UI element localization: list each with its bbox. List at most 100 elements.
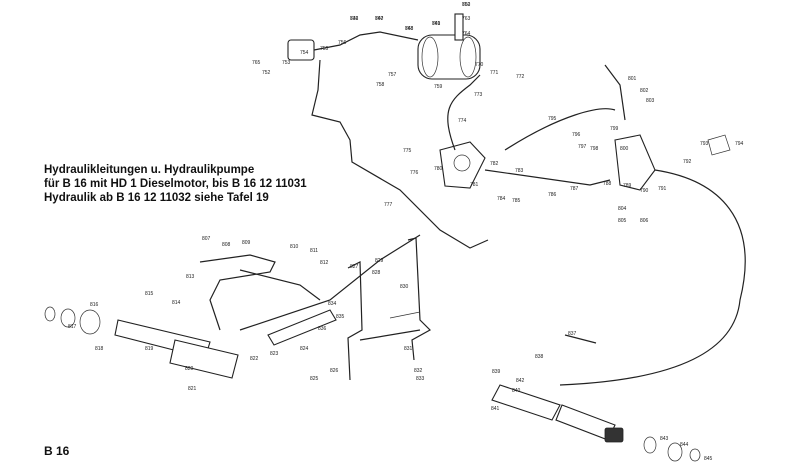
part-number-label: 799 (610, 126, 619, 132)
part-number-label: 834 (328, 301, 337, 307)
part-number-label: 845 (704, 456, 713, 462)
valve-block-assembly (439, 64, 746, 386)
part-number-label: 848 (405, 26, 414, 32)
part-number-label: 732 (350, 16, 359, 22)
part-number-label: 760 (375, 16, 384, 22)
part-number-label: 783 (515, 168, 524, 174)
part-number-label: 814 (172, 300, 181, 306)
part-number-label: 811 (310, 248, 318, 254)
part-number-label: 796 (572, 132, 581, 138)
part-number-label: 809 (242, 240, 251, 246)
part-number-label: 763 (462, 16, 471, 22)
part-number-label: 849 (432, 21, 441, 27)
part-number-label: 821 (188, 386, 197, 392)
part-number-label: 819 (145, 346, 154, 352)
part-number-label: 813 (186, 274, 195, 280)
part-number-label: 784 (497, 196, 506, 202)
part-number-label: 831 (404, 346, 413, 352)
part-number-label: 826 (330, 368, 339, 374)
part-number-label: 843 (660, 436, 669, 442)
part-number-label: 790 (640, 188, 649, 194)
part-number-label: 793 (700, 141, 709, 147)
part-number-label: 816 (90, 302, 99, 308)
diagram-title-line-1: Hydraulikleitungen u. Hydraulikpumpe (44, 164, 255, 176)
part-number-label: 839 (492, 369, 501, 375)
left-cylinder-assembly (44, 234, 421, 379)
part-number-label: 788 (603, 181, 612, 187)
part-number-label: 772 (516, 74, 525, 80)
part-number-label: 758 (376, 82, 385, 88)
part-number-label: 761 (432, 21, 441, 27)
part-number-label: 797 (578, 144, 587, 150)
right-cylinder-assembly (491, 334, 701, 462)
part-number-label: 764 (462, 31, 471, 37)
part-number-label: 825 (310, 376, 319, 382)
part-number-label: 781 (470, 182, 479, 188)
part-number-label: 789 (623, 183, 632, 189)
part-number-label: 786 (548, 192, 557, 198)
diagram-title-line-3: Hydraulik ab B 16 12 11032 siehe Tafel 1… (44, 192, 269, 204)
part-number-label: 817 (68, 324, 77, 330)
part-number-label: 828 (372, 270, 381, 276)
part-number-label: 841 (491, 406, 500, 412)
part-number-label: 803 (646, 98, 655, 104)
part-number-label: 818 (95, 346, 104, 352)
part-number-label: 792 (683, 159, 692, 165)
part-number-label: 822 (250, 356, 259, 362)
part-number-label: 755 (320, 46, 329, 52)
part-number-label: 807 (202, 236, 211, 242)
part-number-label: 754 (300, 50, 309, 56)
part-number-label: 800 (620, 146, 629, 152)
part-number-label: 835 (336, 314, 345, 320)
part-number-label: 794 (735, 141, 744, 147)
part-number-label: 810 (290, 244, 299, 250)
part-number-label: 787 (570, 186, 579, 192)
part-number-label: 844 (680, 442, 689, 448)
part-number-label: 782 (490, 161, 499, 167)
part-number-label: 775 (403, 148, 412, 154)
part-number-label: 759 (434, 84, 443, 90)
part-number-label: 808 (222, 242, 231, 248)
part-number-label: 832 (414, 368, 423, 374)
part-number-label: 804 (618, 206, 627, 212)
part-number-label: 777 (384, 202, 393, 208)
part-number-label: 768 (405, 26, 414, 32)
part-number-label: 846 (350, 16, 359, 22)
part-number-label: 756 (338, 40, 347, 46)
part-number-label: 829 (375, 258, 384, 264)
part-number-label: 812 (320, 260, 329, 266)
part-number-label: 833 (416, 376, 425, 382)
part-number-label: 752 (262, 70, 271, 76)
part-number-label: 806 (640, 218, 649, 224)
part-number-label: 801 (628, 76, 637, 82)
part-number-label: 785 (512, 198, 521, 204)
part-number-label: 838 (535, 354, 544, 360)
page-code: B 16 (44, 444, 70, 458)
diagram-title-line-2: für B 16 mit HD 1 Dieselmotor, bis B 16 … (44, 178, 307, 190)
part-number-label: 830 (400, 284, 409, 290)
part-number-label: 847 (375, 16, 384, 22)
part-number-label: 795 (548, 116, 557, 122)
part-number-label: 791 (658, 186, 667, 192)
part-number-label: 798 (590, 146, 599, 152)
part-number-label: 805 (618, 218, 627, 224)
part-number-label: 762 (462, 2, 471, 8)
part-number-label: 780 (434, 166, 443, 172)
pump-tank-assembly (287, 13, 489, 249)
part-number-label: 770 (475, 62, 484, 68)
part-number-label: 824 (300, 346, 309, 352)
part-number-label: 757 (388, 72, 397, 78)
part-number-label: 836 (318, 326, 327, 332)
part-number-label: 820 (185, 366, 194, 372)
part-number-label: 771 (490, 70, 499, 76)
part-number-label: 850 (462, 2, 471, 8)
part-number-label: 827 (350, 264, 359, 270)
part-number-label: 773 (474, 92, 483, 98)
part-number-label: 837 (568, 331, 577, 337)
part-number-label: 842 (516, 378, 525, 384)
part-number-label: 840 (512, 388, 521, 394)
part-number-label: 765 (252, 60, 261, 66)
